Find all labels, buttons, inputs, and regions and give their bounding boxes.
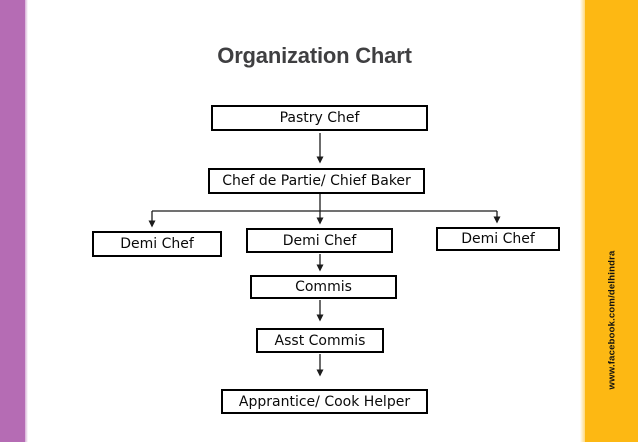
org-node-apprantice-cook-helper: Apprantice/ Cook Helper: [221, 389, 428, 414]
org-node-demi-chef-left: Demi Chef: [92, 231, 222, 257]
org-node-commis: Commis: [250, 275, 397, 299]
watermark-url: www.facebook.com/delhindra: [606, 250, 617, 390]
right-accent-bar: www.facebook.com/delhindra: [580, 0, 638, 442]
left-accent-bar: [0, 0, 28, 442]
org-node-pastry-chef: Pastry Chef: [211, 105, 428, 131]
org-node-chef-de-partie: Chef de Partie/ Chief Baker: [208, 168, 425, 194]
org-node-demi-chef-right: Demi Chef: [436, 227, 560, 251]
org-node-asst-commis: Asst Commis: [256, 328, 384, 353]
org-node-demi-chef-center: Demi Chef: [246, 228, 393, 253]
slide-title: Organization Chart: [217, 43, 412, 68]
